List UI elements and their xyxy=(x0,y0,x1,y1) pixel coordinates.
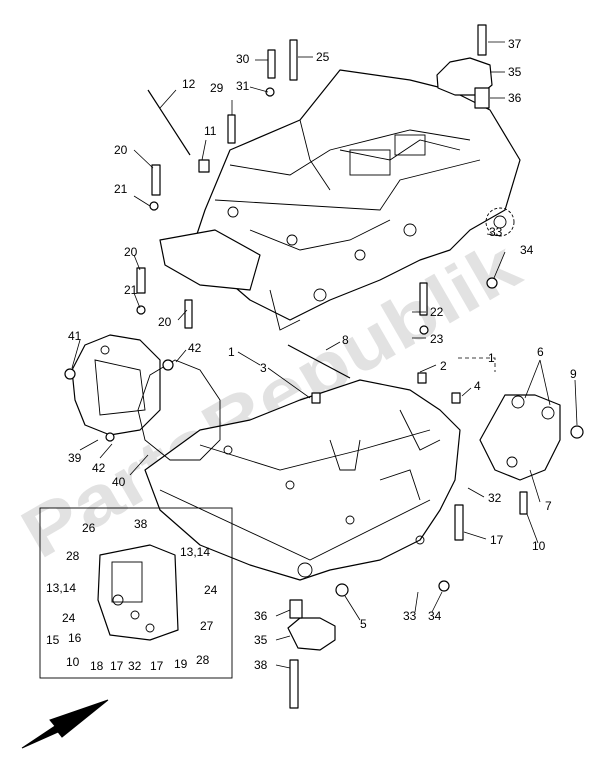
callout-2: 2 xyxy=(440,359,447,373)
callout-25: 25 xyxy=(316,50,330,64)
inset-callout-26: 26 xyxy=(82,521,96,535)
callout-6: 6 xyxy=(537,345,544,359)
inset-callout-1314: 13,14 xyxy=(180,545,210,559)
callout-21: 21 xyxy=(124,283,138,297)
inset-callout-27: 27 xyxy=(200,619,214,633)
callout-8: 8 xyxy=(342,333,349,347)
inset-callout-15: 15 xyxy=(46,633,60,647)
callout-34: 34 xyxy=(428,609,442,623)
callout-36: 36 xyxy=(508,91,522,105)
callout-7: 7 xyxy=(545,499,552,513)
rubber-mount-top xyxy=(436,57,493,109)
inset-callout-17: 17 xyxy=(150,659,164,673)
callout-42: 42 xyxy=(188,341,202,355)
callout-41: 41 xyxy=(68,329,82,343)
detail-inset xyxy=(39,507,233,679)
callout-42: 42 xyxy=(92,461,106,475)
callout-21: 21 xyxy=(114,182,128,196)
callout-12: 12 xyxy=(182,77,196,91)
part-number-labels: 37 35 36 30 25 31 29 12 11 20 21 20 21 2… xyxy=(68,37,577,672)
callout-40: 40 xyxy=(112,475,126,489)
callout-3: 3 xyxy=(260,361,267,375)
inset-callout-32: 32 xyxy=(128,659,142,673)
callout-20: 20 xyxy=(158,315,172,329)
inset-callout-10: 10 xyxy=(66,655,80,669)
callout-34: 34 xyxy=(520,243,534,257)
callout-23: 23 xyxy=(430,332,444,346)
callout-29: 29 xyxy=(210,81,224,95)
inset-callout-24: 24 xyxy=(204,583,218,597)
inset-callout-28: 28 xyxy=(196,653,210,667)
lower-crankcase xyxy=(144,379,461,581)
inset-callout-38: 38 xyxy=(134,517,148,531)
inset-callout-24: 24 xyxy=(62,611,76,625)
callout-5: 5 xyxy=(360,617,367,631)
inset-callout-19: 19 xyxy=(174,657,188,671)
callout-10: 10 xyxy=(532,539,546,553)
callout-33: 33 xyxy=(403,609,417,623)
inset-callout-16: 16 xyxy=(68,631,82,645)
inset-labels: 26 38 28 13,14 13,14 24 24 27 15 16 28 1… xyxy=(46,517,218,673)
callout-36: 36 xyxy=(254,609,268,623)
engine-mount-bracket xyxy=(479,394,561,481)
rubber-mount-bottom xyxy=(287,599,336,651)
callout-9: 9 xyxy=(570,367,577,381)
bolts xyxy=(64,24,584,709)
inset-callout-28: 28 xyxy=(66,549,80,563)
inset-callout-18: 18 xyxy=(90,659,104,673)
front-arrow-icon xyxy=(21,699,109,749)
callout-35: 35 xyxy=(508,65,522,79)
callout-38: 38 xyxy=(254,658,268,672)
callout-32: 32 xyxy=(488,491,502,505)
callout-22: 22 xyxy=(430,305,444,319)
callout-39: 39 xyxy=(68,451,82,465)
callout-33: 33 xyxy=(489,225,503,239)
inset-callout-1314: 13,14 xyxy=(46,581,76,595)
upper-crankcase xyxy=(159,69,521,331)
inset-callout-17: 17 xyxy=(110,659,124,673)
callout-1: 1 xyxy=(228,345,235,359)
callout-30: 30 xyxy=(236,52,250,66)
callout-4: 4 xyxy=(474,379,481,393)
callout-11: 11 xyxy=(204,124,217,138)
callout-37: 37 xyxy=(508,37,522,51)
callout-20: 20 xyxy=(124,245,138,259)
leader-lines xyxy=(71,41,578,669)
callout-20: 20 xyxy=(114,143,128,157)
callout-35: 35 xyxy=(254,633,268,647)
side-cover-gasket xyxy=(137,359,221,461)
callout-31: 31 xyxy=(236,79,250,93)
callout-1: 1 xyxy=(488,351,495,365)
callout-17: 17 xyxy=(490,533,504,547)
